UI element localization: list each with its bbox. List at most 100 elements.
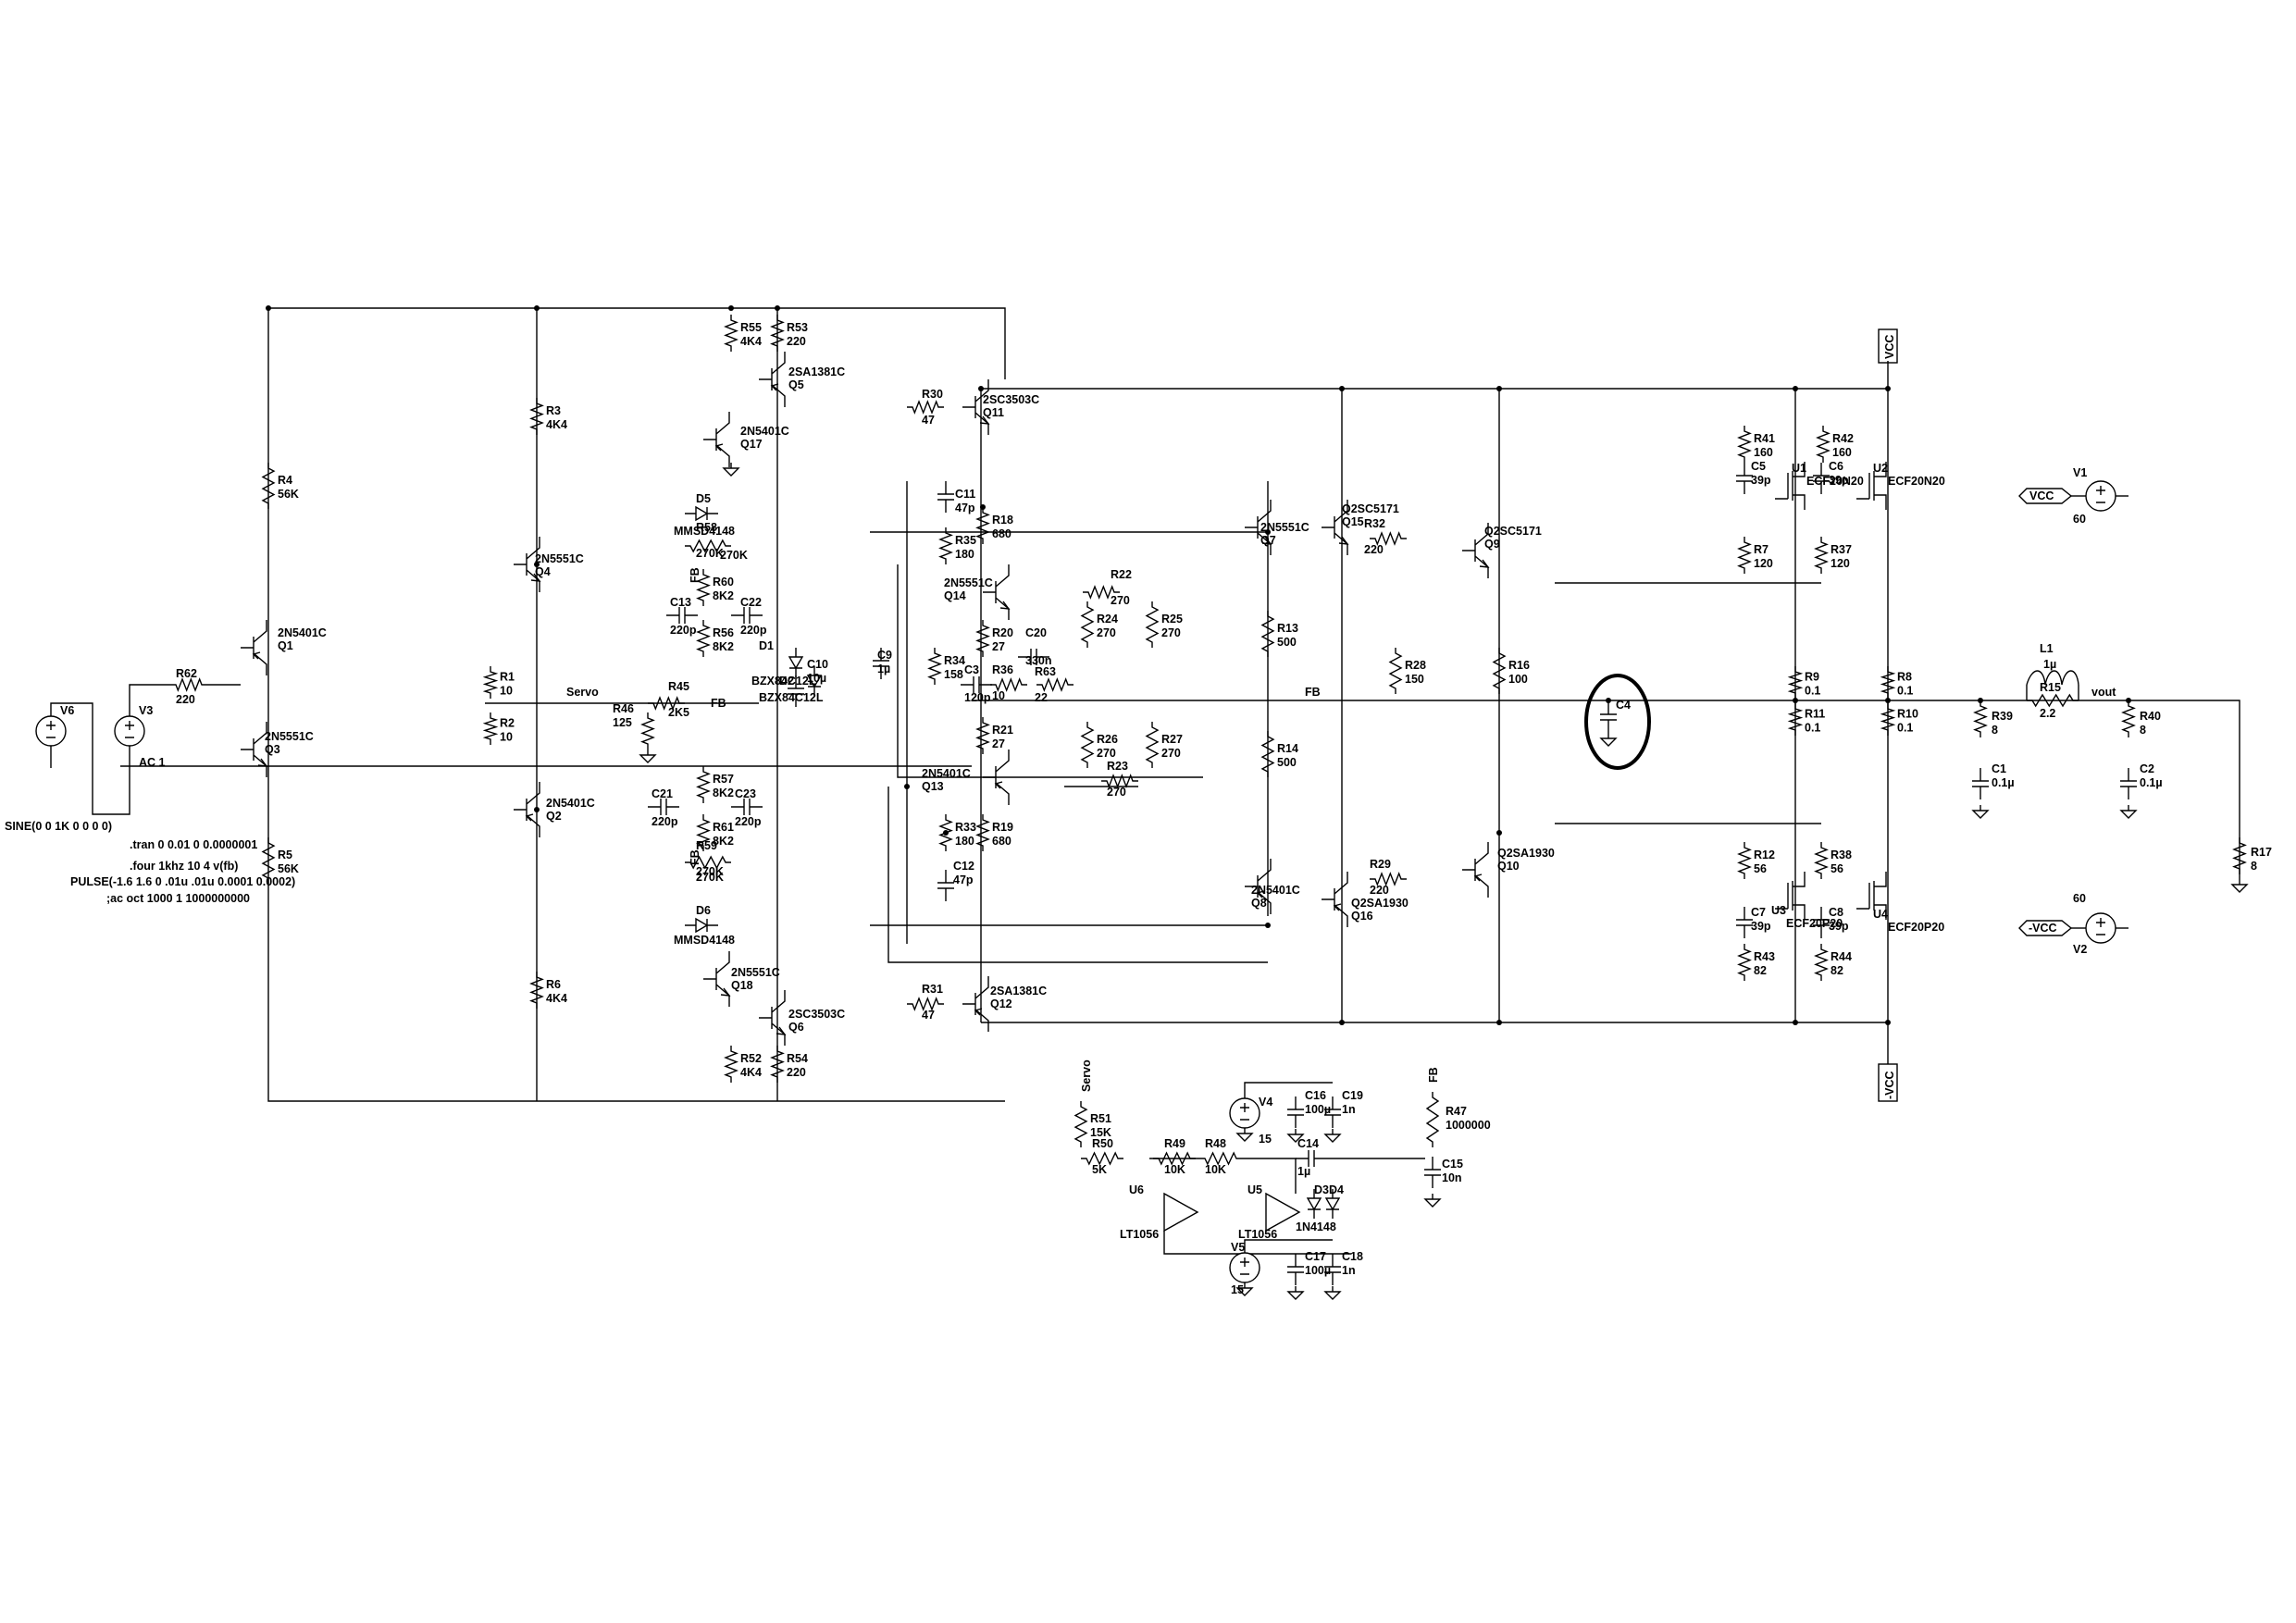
resistor-R8-value: 0.1 (1897, 685, 1913, 698)
net-vcc-top: VCC (1883, 335, 1896, 359)
net-servo-label: Servo (566, 686, 599, 699)
resistor-R13-name: R13 (1277, 622, 1298, 635)
mosfet-U4-name: U4 (1873, 908, 1888, 921)
source-V1-net: VCC (2029, 489, 2054, 502)
transistor-Q1-arrow (252, 651, 261, 660)
opamp-U5-name: U5 (1247, 1183, 1262, 1196)
resistor-R47-value: 1000000 (1446, 1119, 1491, 1132)
transistor-Q13-name: Q13 (922, 780, 944, 793)
resistor-R4 (261, 463, 276, 509)
capacitor-C22-name: C22 (740, 596, 762, 609)
capacitor-C11 (937, 481, 954, 513)
transistor-Q17-arrow (714, 443, 724, 452)
resistor-R32-value: 220 (1364, 543, 1384, 556)
ground-symbol (722, 463, 740, 477)
transistor-Q1-name: Q1 (278, 639, 293, 652)
resistor-R52-name: R52 (740, 1052, 762, 1065)
resistor-R39-value: 8 (1992, 724, 1998, 737)
capacitor-C19 (1324, 1096, 1341, 1128)
capacitor-C1-name: C1 (1992, 762, 2006, 775)
capacitor-C8-value: 39p (1829, 920, 1849, 933)
source-V2-polarity (2096, 918, 2105, 935)
capacitor-C21 (648, 799, 679, 815)
transistor-Q16 (1322, 872, 1348, 927)
transistor-Q1-model: 2N5401C (278, 626, 327, 639)
resistor-R54-value: 220 (787, 1066, 806, 1079)
source-V5 (1229, 1252, 1260, 1283)
resistor-R49 (1153, 1151, 1196, 1166)
transistor-Q18 (703, 951, 730, 1007)
wires (50, 305, 2240, 1255)
resistor-R8 (1880, 666, 1896, 699)
junction (1793, 386, 1798, 391)
directive-sine: SINE(0 0 1K 0 0 0 0) (5, 820, 112, 833)
resistor-R24 (1080, 601, 1095, 648)
resistor-R1-value: 10 (500, 685, 513, 698)
v6-link (50, 702, 130, 815)
capacitor-C18-name: C18 (1342, 1250, 1363, 1263)
resistor-R14 (1260, 731, 1275, 777)
source-V1 (2085, 480, 2116, 512)
diode-D5-name: D5 (696, 492, 711, 505)
resistor-R12-name: R12 (1754, 849, 1775, 861)
resistor-R45 (648, 696, 685, 711)
resistor-R41-value: 160 (1754, 446, 1773, 459)
transistor-Q15-name: Q15 (1342, 515, 1364, 528)
resistor-R59-value: 270K (696, 865, 724, 878)
diode-D3D4-model: 1N4148 (1296, 1220, 1336, 1233)
resistor-R39 (1973, 700, 1988, 737)
resistor-R60-value: 8K2 (713, 589, 734, 602)
resistor-R33-name: R33 (955, 821, 976, 834)
resistor-R39-name: R39 (1992, 710, 2013, 723)
transistor-Q15 (1322, 500, 1348, 555)
resistor-R2 (482, 712, 499, 745)
transistor-Q4-name: Q4 (535, 565, 551, 578)
transistor-Q8 (1245, 859, 1272, 914)
transistor-Q14-arrow (999, 601, 1011, 610)
transistor-Q7-model: 2N5551C (1260, 521, 1309, 534)
inductor-L1-name: L1 (2040, 642, 2054, 655)
capacitor-C16-name: C16 (1305, 1089, 1326, 1102)
resistor-R9-name: R9 (1805, 671, 1819, 684)
resistor-R17 (2232, 837, 2247, 874)
resistor-R5-value: 56K (278, 862, 299, 875)
capacitor-C20 (1018, 649, 1049, 665)
net-fb-label-2: FB (689, 849, 701, 865)
net-nvcc-bottom: -VCC (1883, 1071, 1896, 1099)
resistor-R9-value: 0.1 (1805, 685, 1820, 698)
resistor-R31-name: R31 (922, 983, 943, 996)
transistor-Q18-model: 2N5551C (731, 966, 780, 979)
resistor-R7-name: R7 (1754, 543, 1769, 556)
inductor-L1-value: 1µ (2043, 658, 2056, 671)
resistor-R56-name: R56 (713, 626, 734, 639)
resistor-R25 (1145, 601, 1160, 648)
resistor-R36-name: R36 (992, 663, 1013, 676)
capacitor-C15 (1424, 1157, 1441, 1188)
resistor-R56-value: 8K2 (713, 640, 734, 653)
resistor-R19-value: 680 (992, 835, 1011, 848)
source-V4-name: V4 (1259, 1096, 1272, 1109)
transistor-Q14-model: 2N5551C (944, 576, 993, 589)
diode-D6 (685, 917, 718, 934)
junction (728, 305, 734, 311)
resistor-R49-name: R49 (1164, 1137, 1185, 1150)
resistor-R47 (1425, 1092, 1440, 1147)
capacitor-C16 (1287, 1096, 1304, 1128)
resistor-R50 (1081, 1151, 1123, 1166)
resistor-R30 (907, 400, 944, 415)
capacitor-C3-value: 120p (964, 691, 991, 704)
resistor-R60-name: R60 (713, 576, 734, 588)
net-fb-main: FB (1305, 686, 1321, 699)
symbols (35, 315, 2249, 1300)
resistor-R28-value: 150 (1405, 673, 1424, 686)
junction (1339, 1020, 1345, 1025)
resistor-R63-value: 22 (1035, 691, 1048, 704)
resistor-R29-name: R29 (1370, 858, 1391, 871)
junction (1885, 698, 1891, 703)
resistor-R37 (1814, 537, 1829, 574)
resistor-R59-value: 270K (696, 871, 724, 884)
transistor-Q4-model: 2N5551C (535, 552, 584, 565)
resistor-R63 (1036, 677, 1074, 692)
vcc-port-v1 (2018, 488, 2073, 504)
